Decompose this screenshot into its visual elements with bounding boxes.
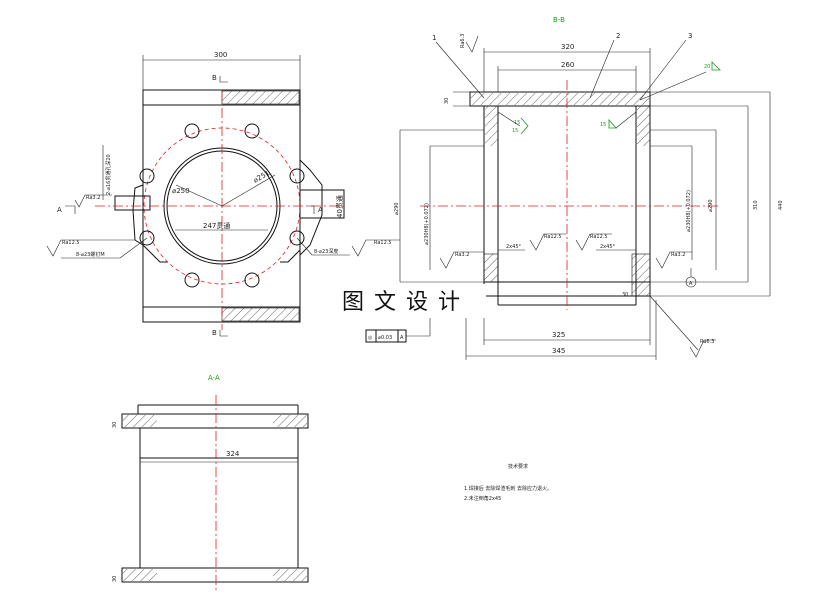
dia-251-label: ⌀251: [252, 169, 271, 185]
aa-dim-324: 324: [226, 450, 240, 458]
dim-440: 440: [778, 200, 784, 210]
weld-20: 20: [704, 64, 710, 70]
technical-notes: 技术要求 1.焊接后 去除焊渣毛刺 去除应力退火。 2.未注倒角2x45: [464, 463, 552, 502]
balloon-2: 2: [616, 32, 620, 40]
dim-300: 300: [214, 51, 227, 59]
bolt-callout-6m: 8-⌀23螺钉M: [76, 251, 105, 258]
ra-32-right: Ra3.2: [671, 252, 685, 258]
weld-15-a: 15: [514, 120, 520, 126]
section-a-a-title: A-A: [208, 374, 220, 382]
chamfer-left: 2x45°: [506, 244, 522, 250]
ra-32-left: Ra3.2: [455, 252, 469, 258]
bolt-callout-left: 2-⌀16贯通孔深20: [105, 154, 112, 195]
ra-125-right: Ra12.5: [374, 240, 392, 246]
section-a-a: A-A 30 324 30: [112, 374, 309, 590]
section-b-b-title: B-B: [553, 16, 565, 24]
aa-dim-30-top: 30: [112, 422, 118, 428]
dim-290-left: ⌀290: [394, 202, 400, 215]
dim-40-label: 40贯通: [335, 195, 344, 218]
dim-230-left: ⌀230H8(+0.072): [424, 203, 430, 245]
dim-345: 345: [552, 347, 565, 355]
tolerance-frame: ◎ ⌀0.03 A: [365, 315, 431, 343]
weld-15-b: 15: [512, 128, 518, 134]
datum-a-label: A: [689, 281, 693, 287]
dim-320: 320: [561, 43, 574, 51]
section-mark-top: B: [212, 74, 217, 82]
dim-30-bottom: 30: [622, 292, 628, 298]
balloon-1: 1: [432, 34, 436, 42]
aa-dim-30-bottom: 30: [112, 576, 118, 582]
ra-63-bottom: Ra6.3: [700, 339, 714, 345]
dim-260: 260: [561, 61, 574, 69]
watermark-text: 图文设计: [342, 290, 470, 315]
dim-30-top: 30: [444, 98, 450, 104]
section-mark-left: A: [57, 206, 62, 214]
dim-325: 325: [552, 331, 565, 339]
section-mark-right: A: [318, 206, 323, 214]
balloon-3: 3: [688, 32, 692, 40]
dim-230-right: ⌀230H8(+0.072): [686, 190, 692, 232]
tolerance-datum: A: [400, 335, 404, 341]
chamfer-right: 2x45°: [600, 244, 616, 250]
tolerance-value: ⌀0.03: [378, 335, 392, 341]
notes-heading: 技术要求: [508, 463, 528, 470]
dim-247-label: 247贯通: [203, 221, 230, 230]
section-mark-bottom: B: [212, 329, 217, 337]
notes-line-1: 1.焊接后 去除焊渣毛刺 去除应力退火。: [464, 485, 552, 492]
ra-125-a: Ra12.5: [544, 234, 562, 240]
dim-290-right: ⌀290: [708, 199, 714, 212]
bolt-callout-right: 8-⌀23深度: [314, 248, 338, 255]
weld-symbols: 15 15 15 20: [497, 61, 721, 135]
ra-125-left: Ra12.5: [62, 240, 80, 246]
weld-15-c: 15: [600, 122, 606, 128]
dim-310: 310: [753, 200, 759, 210]
ra-32-top: Ra3.2: [86, 195, 100, 201]
ra-63-top: Ra6.3: [460, 34, 466, 48]
tolerance-symbol: ◎: [368, 335, 373, 341]
top-view: 300 ⌀250 ⌀251 247贯通: [46, 51, 431, 343]
ra-125-b: Ra12.5: [590, 234, 608, 240]
notes-line-2: 2.未注倒角2x45: [464, 495, 501, 502]
dia-250-label: ⌀250: [172, 187, 190, 195]
